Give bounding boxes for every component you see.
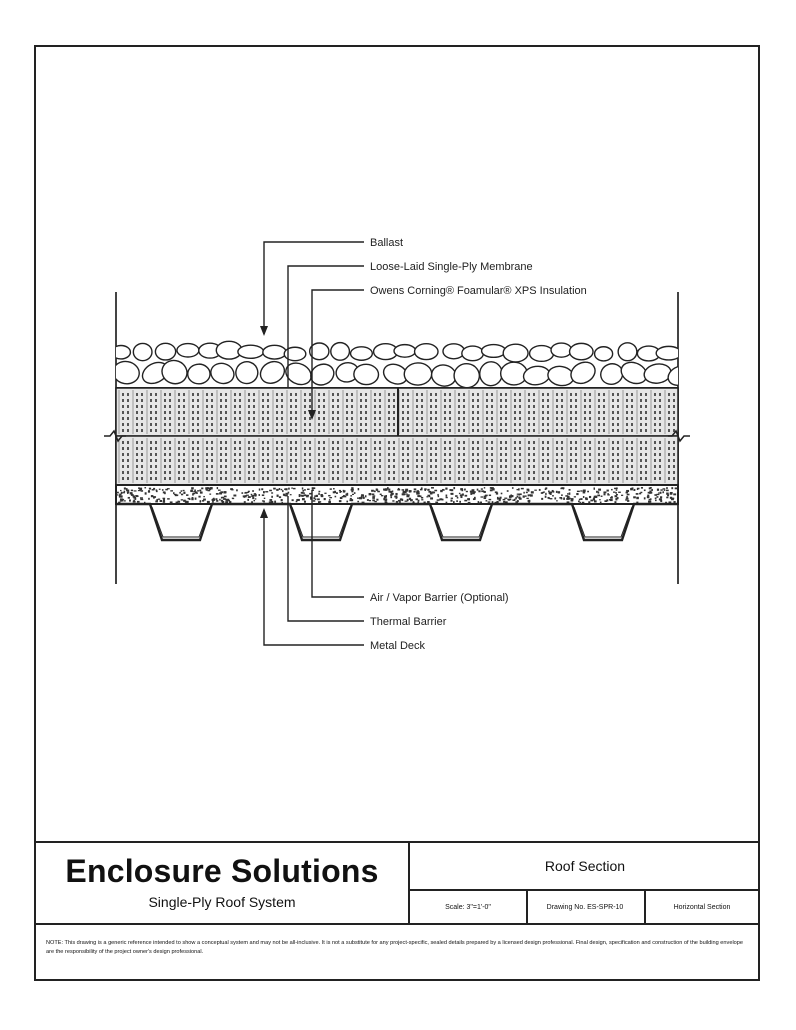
leader-arrowheads [260,326,316,518]
title-block: Enclosure Solutions Single-Ply Roof Syst… [34,841,760,981]
break-symbols [104,429,690,443]
xps-insulation-lower [115,435,679,486]
system-name: Single-Ply Roof System [148,894,296,910]
roof-section-drawing: Ballast Loose-Laid Single-Ply Membrane O… [104,237,690,652]
xps-insulation-upper [115,387,679,437]
metal-deck [116,502,678,542]
callout-thermal-barrier: Thermal Barrier [370,616,447,628]
thermal-barrier-layer [115,484,679,505]
drawing-number: Drawing No. ES-SPR-10 [526,891,646,925]
callout-insulation: Owens Corning® Foamular® XPS Insulation [370,285,587,297]
drawing-sheet-border [34,45,760,981]
disclaimer-note: NOTE: This drawing is a generic referenc… [34,923,760,981]
company-name: Enclosure Solutions [65,853,379,889]
callout-ballast: Ballast [370,237,403,249]
sheet-title: Roof Section [544,858,626,874]
callout-membrane: Loose-Laid Single-Ply Membrane [370,261,533,273]
sheet-meta-row: Scale: 3"=1'-0" Drawing No. ES-SPR-10 Ho… [410,889,760,925]
scale-label: Scale: 3"=1'-0" [410,891,528,925]
ballast-layer [116,340,678,388]
callout-metal-deck: Metal Deck [370,640,426,652]
callout-air-vapor-barrier: Air / Vapor Barrier (Optional) [370,592,509,604]
leader-lines [263,241,364,646]
title-block-company-panel: Enclosure Solutions Single-Ply Roof Syst… [34,841,410,923]
section-type: Horizontal Section [673,904,731,911]
title-block-sheet-panel: Roof Section Scale: 3"=1'-0" Drawing No.… [410,841,760,925]
